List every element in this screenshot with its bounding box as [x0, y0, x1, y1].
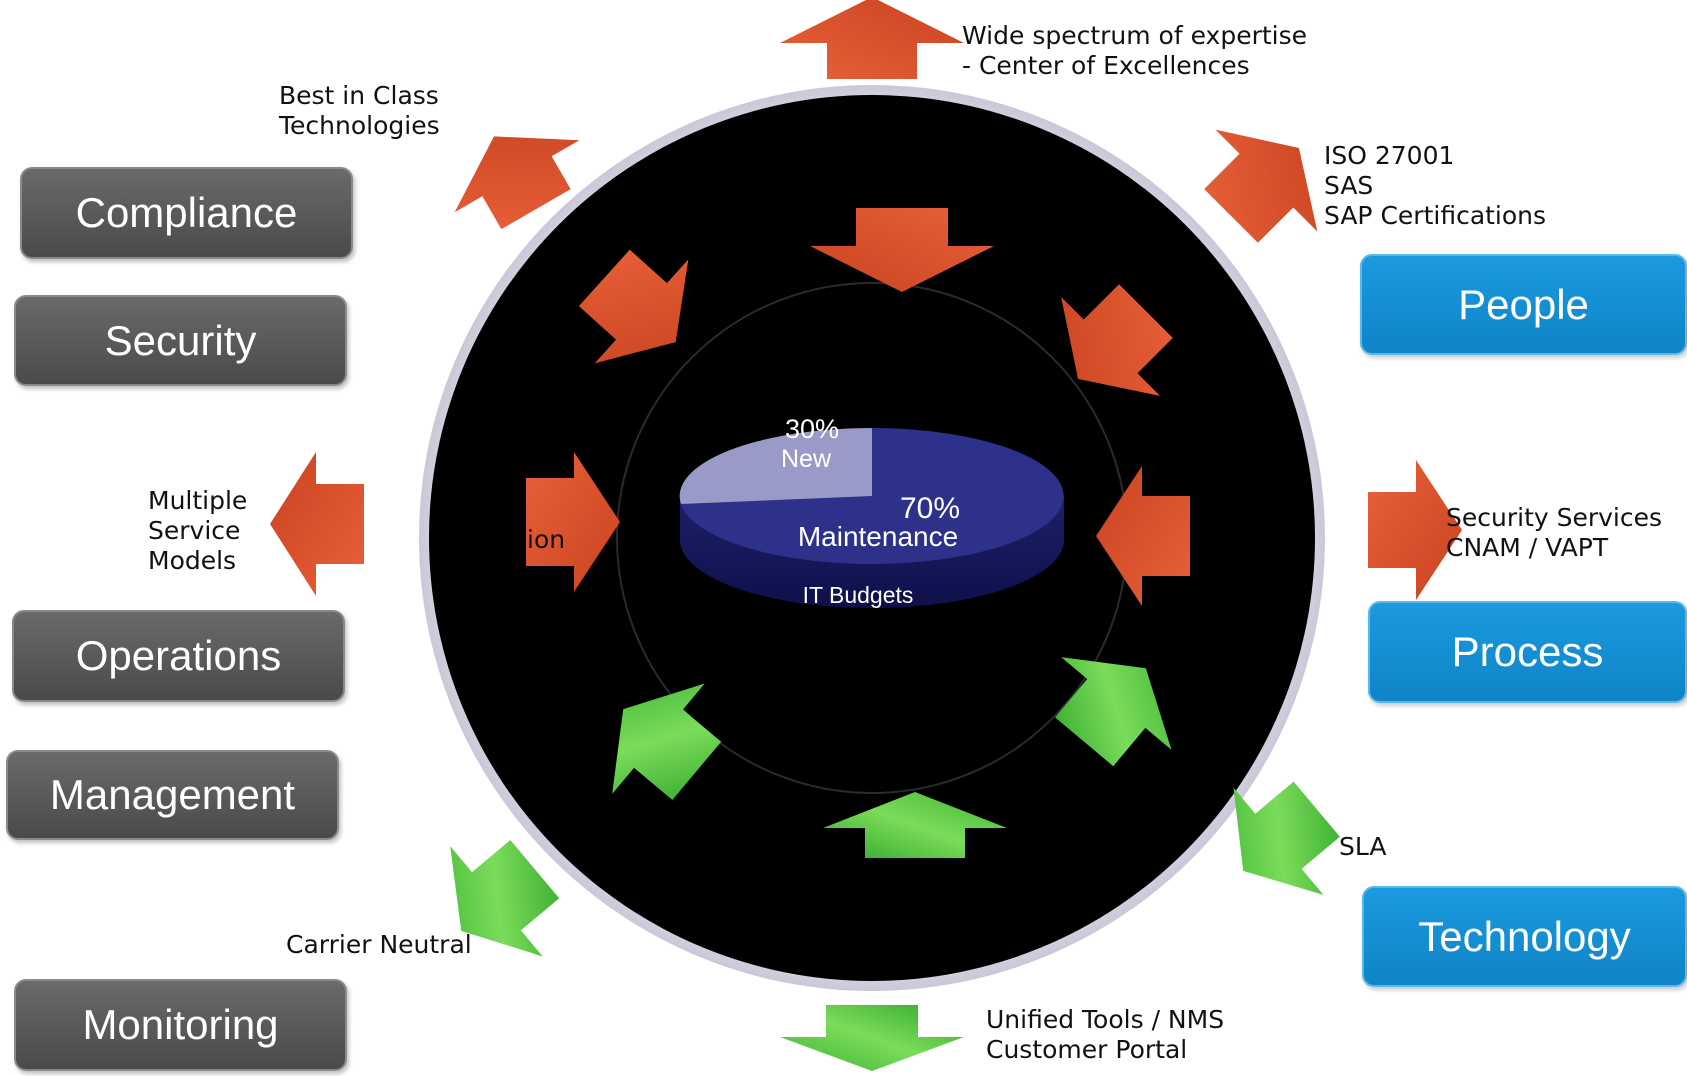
certifications-label: ISO 27001 SAS SAP Certifications [1324, 141, 1546, 231]
security-box: Security [14, 295, 347, 386]
tools-label: Unified Tools / NMS Customer Portal [986, 1005, 1224, 1065]
service-models-label: Multiple Service Models [148, 486, 247, 576]
expertise-label: Wide spectrum of expertise - Center of E… [962, 21, 1307, 81]
process-box: Process [1368, 601, 1687, 703]
outer-arrow-upper-left [454, 136, 580, 230]
inner-arrow-upper-left [578, 249, 689, 364]
security-services-line-1: Security Services [1446, 503, 1663, 532]
outer-arrow-upper-right [1204, 129, 1318, 243]
pie-new-pct: 30% [785, 414, 839, 444]
sla-text: SLA [1339, 832, 1387, 861]
pie-slice-new [679, 427, 872, 504]
security-services-label: Security Services CNAM / VAPT [1446, 503, 1662, 563]
people-label: People [1458, 280, 1589, 328]
process-label: Process [1451, 628, 1604, 675]
tools-line-1: Unified Tools / NMS [986, 1005, 1225, 1034]
certification-sap: SAP Certifications [1324, 201, 1547, 230]
outer-arrow-right [1368, 460, 1462, 600]
best-in-class-label: Best in Class Technologies [279, 81, 440, 141]
green-arrow-bottom [823, 792, 1007, 858]
best-in-class-line-2: Technologies [279, 111, 440, 140]
management-box: Management [6, 750, 339, 840]
service-models-line-3: Models [148, 546, 237, 575]
outer-arrow-up [780, 0, 964, 79]
outer-green-arrow-lower-left [450, 840, 560, 957]
inner-arrow-right [1096, 466, 1190, 606]
monitoring-label: Monitoring [82, 1001, 279, 1048]
inner-arrow-top [810, 208, 994, 292]
sla-label: SLA [1339, 832, 1386, 862]
certification-iso: ISO 27001 [1324, 141, 1455, 170]
pie-new-label: New [781, 445, 832, 473]
pie-title: IT Budgets [803, 582, 914, 608]
it-budgets-pie [679, 427, 1064, 608]
pie-slice-maintenance [681, 428, 1064, 564]
tools-line-2: Customer Portal [986, 1035, 1188, 1064]
expertise-line-2: - Center of Excellences [962, 51, 1250, 80]
security-label: Security [104, 316, 257, 364]
partial-label: ion [527, 525, 565, 555]
technology-box: Technology [1362, 886, 1687, 987]
technology-label: Technology [1418, 912, 1631, 960]
carrier-neutral-text: Carrier Neutral [286, 930, 472, 959]
inner-arrow-upper-right [1061, 284, 1173, 396]
inner-arrow-left [526, 452, 620, 592]
outer-arrow-left [270, 452, 364, 596]
service-models-line-2: Service [148, 516, 241, 545]
green-arrow-lower-right [1055, 657, 1172, 767]
people-box: People [1360, 254, 1687, 355]
partial-text: ion [527, 525, 566, 554]
service-models-line-1: Multiple [148, 486, 248, 515]
compliance-label: Compliance [75, 189, 298, 236]
expertise-line-1: Wide spectrum of expertise [962, 21, 1308, 50]
carrier-neutral-label: Carrier Neutral [286, 930, 472, 960]
pie-maint-label: Maintenance [798, 521, 958, 552]
operations-label: Operations [75, 632, 282, 679]
management-label: Management [49, 771, 296, 818]
monitoring-box: Monitoring [14, 979, 347, 1071]
outer-green-arrow-bottom [780, 1005, 964, 1071]
pie-maint-pct: 70% [900, 492, 960, 525]
outer-green-arrow-lower-right [1233, 781, 1340, 895]
best-in-class-line-1: Best in Class [279, 81, 439, 110]
green-arrow-lower-left [612, 683, 722, 800]
operations-box: Operations [12, 610, 345, 702]
compliance-box: Compliance [20, 167, 353, 259]
certification-sas: SAS [1324, 171, 1374, 200]
security-services-line-2: CNAM / VAPT [1446, 533, 1609, 562]
